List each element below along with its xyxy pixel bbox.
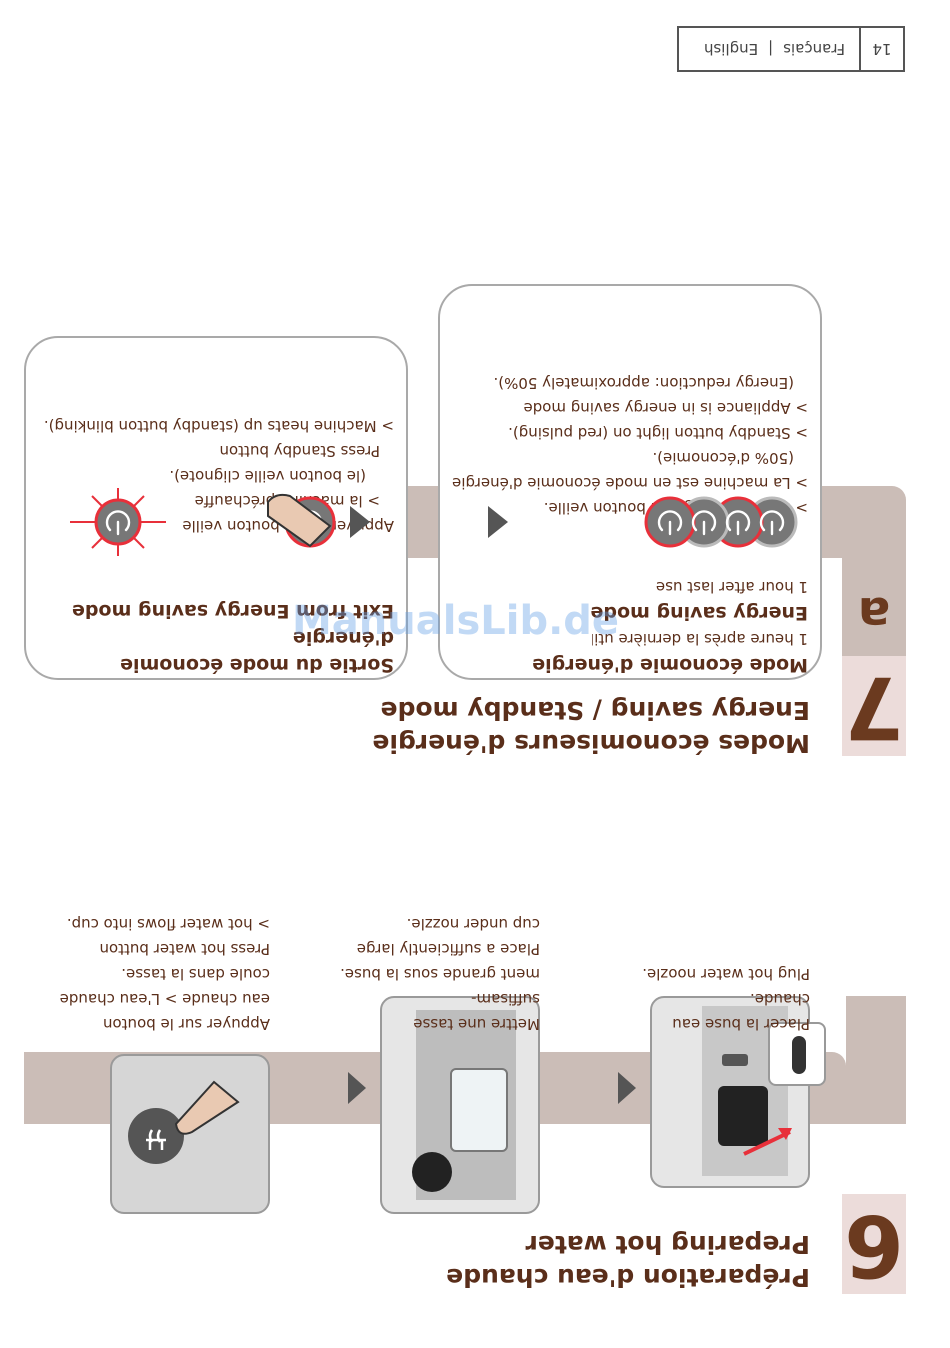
exit-bullet: > Machine heats up (standby button blink… (43, 417, 394, 435)
nozzle-icon (792, 1036, 806, 1074)
section7-number-tab: 7 (842, 656, 906, 757)
step2-line: Place a sufficiently large (356, 940, 540, 958)
step1-text: Placer la buse eau chaude. Plug hot wate… (640, 961, 810, 1036)
arrow-icon (488, 506, 508, 538)
energy-bullet: > Appliance is in energy saving mode (523, 399, 808, 417)
energy-line-fr: 1 heure après la dernière utilisation (592, 630, 808, 648)
section7-letter-tab: a (842, 556, 906, 656)
section7-letter: a (857, 586, 891, 642)
energy-heading-fr: Mode économie d'énergie (532, 654, 808, 676)
lang-separator: | (768, 40, 774, 58)
lang-fr[interactable]: Français (783, 40, 845, 58)
energy-bullet: > Standby button light on (red pulsing). (508, 424, 808, 442)
energy-bullet: (Energy reduction: approximately 50%). (493, 374, 794, 392)
pulse-icon (644, 496, 798, 548)
blinking-standby-icon (70, 488, 166, 556)
step3-text: Appuyer sur le bouton eau chaude > L'eau… (40, 911, 270, 1036)
arrow-icon (348, 1072, 366, 1104)
press-standby-icon (267, 493, 336, 548)
energy-bullet: (50% d'économie). (652, 449, 794, 467)
step2-line: Mettre une tasse suffisam- (413, 990, 540, 1033)
watermark: ManualsLib.de (292, 598, 620, 644)
section7-title-fr: Modes économiseurs d'énergie (372, 729, 810, 758)
energy-line-en: 1 hour after last use (655, 578, 808, 596)
step3-line: > hot water flows into cup. (66, 915, 270, 933)
step1-line: Placer la buse eau chaude. (672, 990, 810, 1033)
page-header: 14 Français | English (677, 26, 905, 72)
section6-title-fr: Préparation d'eau chaude (446, 1263, 810, 1292)
exit-bullet: Press Standby button (219, 442, 380, 460)
section7-number: 7 (844, 657, 904, 757)
step2-line: ment grande sous la buse. (340, 965, 540, 983)
finger-icon (174, 1080, 240, 1135)
section6-title: Préparation d'eau chaude Preparing hot w… (310, 1228, 810, 1294)
section6-title-en: Preparing hot water (525, 1230, 811, 1259)
step3-line: coule dans la tasse. (121, 965, 270, 983)
arrow-icon (618, 1072, 636, 1104)
arrow-icon (350, 506, 370, 538)
standby-icons (70, 488, 798, 556)
step3-line: eau chaude > L'eau chaude (59, 990, 270, 1008)
section7-title-en: Energy saving / Standby mode (380, 696, 810, 725)
step3-image (110, 1054, 270, 1214)
step1-line: Plug hot water noozle. (642, 965, 810, 983)
step2-line: cup under nozzle. (406, 915, 540, 933)
step3-line: Appuyer sur le bouton (102, 1015, 270, 1033)
hot-water-button-icon (128, 1108, 184, 1164)
section6-number: 6 (844, 1195, 904, 1295)
section6-band-left (846, 996, 906, 1124)
lang-en[interactable]: English (703, 40, 759, 58)
section7-title: Modes économiseurs d'énergie Energy savi… (310, 694, 810, 760)
exit-heading-fr-1: Sortie du mode économie (120, 654, 394, 676)
section6-number-tab: 6 (842, 1194, 906, 1295)
step2-text: Mettre une tasse suffisam- ment grande s… (340, 911, 540, 1036)
page-number: 14 (859, 28, 903, 70)
step3-line: Press hot water button (99, 940, 270, 958)
arrow-red-icon (743, 1128, 792, 1156)
